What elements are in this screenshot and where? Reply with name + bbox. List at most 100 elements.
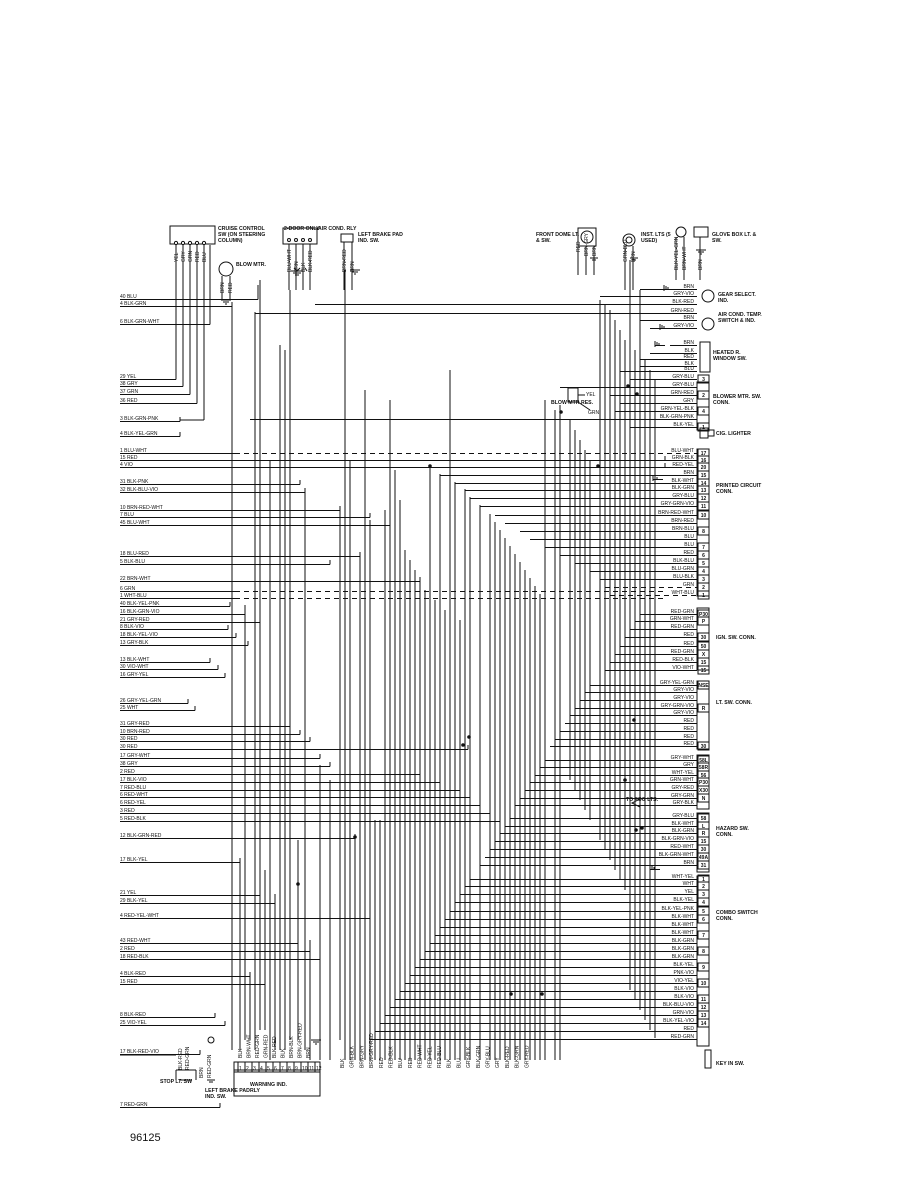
relay-wire-label: BLK-RED <box>272 1036 278 1058</box>
left-wire-label: 30 RED <box>120 736 138 742</box>
bottom-wire-label: RED <box>408 1057 414 1068</box>
right-wire-label: BRN <box>683 860 694 866</box>
two-door-pin-label: BLU-WHT <box>287 249 293 272</box>
connector-pin-label: 1 <box>702 877 705 883</box>
ground-symbol <box>654 341 665 347</box>
connector-pin-label: 1 <box>702 425 705 431</box>
blower-resistor <box>567 387 579 403</box>
bottom-wire-label: RED-YEL <box>427 1046 433 1068</box>
glove-box-pin-label: BRN <box>698 259 704 270</box>
blow-mtr-pin-label: BRN <box>220 282 226 293</box>
warning-relay-pins <box>233 1061 321 1073</box>
right-wire-label: BLK-GRN <box>672 954 695 960</box>
relay-pin-number: 11 <box>309 1066 314 1072</box>
left-wire-label: 4 BLK-GRN <box>120 301 147 307</box>
splice-dot <box>635 392 639 396</box>
bottom-wire-label: RED-BLK <box>389 1046 395 1068</box>
left-wire-label: 15 RED <box>120 979 138 985</box>
connector-pin <box>294 238 298 242</box>
right-wire-label: GRY-WHT <box>671 755 694 761</box>
right-wire-label: GRY <box>683 398 694 404</box>
connector-pin-label: 30 <box>701 847 707 853</box>
stop-lt-wire-label: RED-GRN <box>185 1046 191 1070</box>
connector-pin-label: 5 <box>702 909 705 915</box>
right-wire-label: BLK-YEL-VIO <box>663 1018 694 1024</box>
relay-wire-label: BRN-WHT <box>247 1034 253 1058</box>
right-wire-label: BLK-YEL <box>673 422 694 428</box>
connector-pin-label: 12 <box>701 496 707 502</box>
left-wire-label: 6 RED-WHT <box>120 792 148 798</box>
relay-pin-number: 3 <box>253 1066 256 1072</box>
connector-pin-label: 4 <box>702 409 705 415</box>
bottom-wire-label: BLK <box>340 1058 346 1068</box>
splice-dot <box>509 992 513 996</box>
right-wire-label: GRN-VIO <box>673 1010 695 1016</box>
connector-pin-label: 3 <box>702 892 705 898</box>
inst-lts-pin-label: GRN-BLU <box>623 239 629 262</box>
right-wire-label: BRN-RED <box>671 518 694 524</box>
connector-block <box>696 812 710 873</box>
connector-pin-label: 58 <box>701 816 707 822</box>
connector-block <box>696 875 710 1047</box>
left-wire-label: 4 BLK-RED <box>120 971 146 977</box>
bottom-wire-label: GRY-BLU <box>486 1046 492 1068</box>
brake-pad-sensor <box>207 1036 215 1044</box>
splice-dot <box>640 826 644 830</box>
blow-res-wire-label: GRN <box>588 410 600 416</box>
blow-mtr-pin-label: RED <box>228 282 234 293</box>
heated-window-switch <box>699 341 711 373</box>
left-wire-label: 30 RED <box>120 744 138 750</box>
right-wire-label: GRY-BLU <box>672 382 694 388</box>
right-wire-label: RED-WHT <box>670 844 694 850</box>
left-wire-label: 29 YEL <box>120 374 137 380</box>
bottom-wire-label: GRY-BLK <box>466 1046 472 1068</box>
left-wire-label: 37 GRN <box>120 389 138 395</box>
relay-pin-number: 9 <box>295 1066 298 1072</box>
connector-pin-label: 10 <box>701 981 707 987</box>
right-wire-label: BLK-YEL <box>673 897 694 903</box>
bottom-wire-label: GRY-RED <box>524 1045 530 1068</box>
right-wire-label: GRN-YEL-BLK <box>661 406 695 412</box>
bottom-wire-label: BLU <box>456 1058 462 1068</box>
cruise-pin-label: GRY <box>181 251 187 262</box>
right-wire-label: RED-BLK <box>672 657 694 663</box>
left-wire-label: 12 BLK-GRN-RED <box>120 833 162 839</box>
right-wire-label: BLK-WHT <box>672 930 695 936</box>
right-wire-label: GRY-VIO <box>673 291 694 297</box>
glove-box-switch <box>693 226 709 238</box>
connector-pin-label: 8 <box>702 949 705 955</box>
right-wire-label: BLU <box>684 542 694 548</box>
left-wire-label: 22 BRN-WHT <box>120 576 151 582</box>
right-wire-label: GRY-YEL-GRN <box>660 680 695 686</box>
right-wire-label: GRY-VIO <box>673 323 694 329</box>
relay-pin-number: 5 <box>267 1066 270 1072</box>
right-wire-label: BRN-BLU <box>672 526 694 532</box>
right-wire-label: RED-GRN <box>671 649 695 655</box>
front-dome-pin-label: RED <box>576 241 582 252</box>
connector-pin <box>287 238 291 242</box>
relay-pin-number: 4 <box>260 1066 263 1072</box>
connector-pin <box>173 240 179 246</box>
wire-lines <box>120 237 715 1108</box>
left-wire-label: 13 BLK-WHT <box>120 657 149 663</box>
blower-sw-label: BLOWER MTR. SW.CONN. <box>713 394 762 406</box>
connector-pin-label: 15 <box>701 839 707 845</box>
brake-pad-pin-label: BRN-RED <box>342 249 348 272</box>
connector-pin-label: 15 <box>701 660 707 666</box>
cig-lighter-body <box>708 429 715 437</box>
splice-dot <box>428 464 432 468</box>
connector-pin-label: 7 <box>702 933 705 939</box>
right-wire-label: GRY-VIO <box>673 710 694 716</box>
blow-res-wire-label: YEL <box>586 392 596 398</box>
right-wire-label: BLK <box>685 348 695 354</box>
connector-pin-label: NSE <box>698 683 709 689</box>
left-wire-label: 38 GRY <box>120 761 138 767</box>
relay-wire-label: BLK <box>238 1048 244 1058</box>
right-wire-label: GRY-BLU <box>672 374 694 380</box>
connector-pin-label: X30 <box>699 788 708 794</box>
right-wire-label: GRY-RED <box>671 785 694 791</box>
right-wire-label: WHT-YEL <box>672 874 694 880</box>
